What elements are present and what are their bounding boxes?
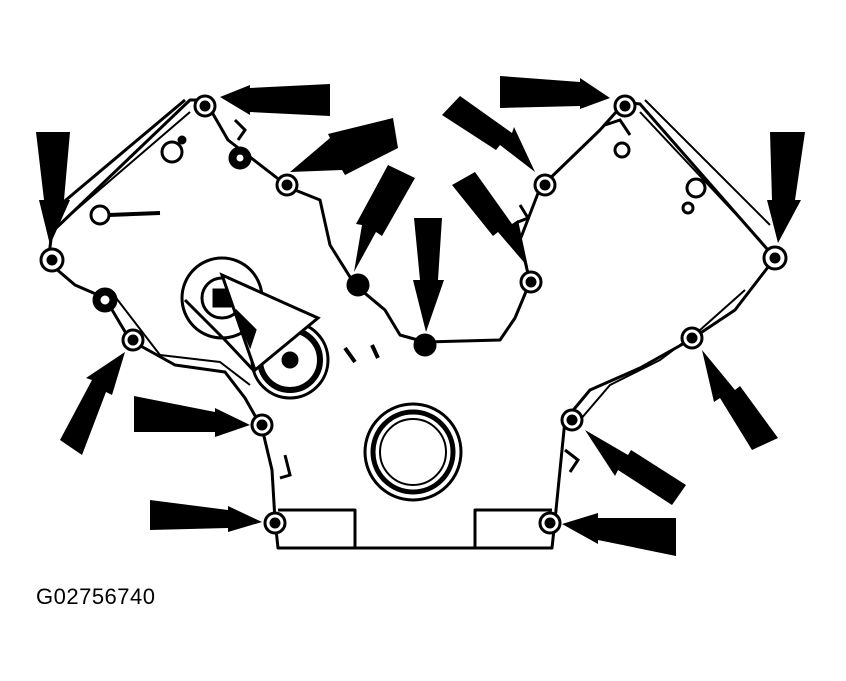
figure-code-label: G02756740 xyxy=(36,584,156,609)
arrow-3 xyxy=(354,165,415,272)
crankshaft-seal xyxy=(363,402,463,502)
bolt-1 xyxy=(193,94,217,118)
arrow-6 xyxy=(442,96,535,172)
bolt-15 xyxy=(250,413,274,437)
arrow-12 xyxy=(150,500,262,532)
bolt-14 xyxy=(560,408,584,432)
callout-arrows xyxy=(36,76,805,556)
arrow-9 xyxy=(36,132,70,245)
arrow-1 xyxy=(220,84,330,116)
arrow-8 xyxy=(767,132,805,243)
arrow-10 xyxy=(60,352,125,455)
bolt-13 xyxy=(680,326,704,350)
bolt-17 xyxy=(538,511,562,535)
bolt-heads xyxy=(39,94,788,535)
bolt-10 xyxy=(533,173,557,197)
bolt-2 xyxy=(228,146,252,170)
bolt-7 xyxy=(346,273,370,297)
tensioner-assembly xyxy=(180,256,380,400)
bolt-4 xyxy=(39,247,65,273)
misc-components xyxy=(89,118,707,480)
bolt-5 xyxy=(92,287,118,313)
arrow-4 xyxy=(413,218,444,332)
arrow-14 xyxy=(585,430,686,505)
bolt-8 xyxy=(413,333,437,357)
arrow-11 xyxy=(134,396,250,437)
bolt-11 xyxy=(613,94,637,118)
arrow-13 xyxy=(702,350,778,450)
arrow-2 xyxy=(290,118,398,175)
bolt-9 xyxy=(519,270,543,294)
bolt-3 xyxy=(275,173,299,197)
arrow-5 xyxy=(452,172,528,267)
bolt-12 xyxy=(762,245,788,271)
arrow-15 xyxy=(562,513,676,556)
bolt-16 xyxy=(263,511,287,535)
bolt-6 xyxy=(121,328,145,352)
arrow-7 xyxy=(500,76,610,109)
